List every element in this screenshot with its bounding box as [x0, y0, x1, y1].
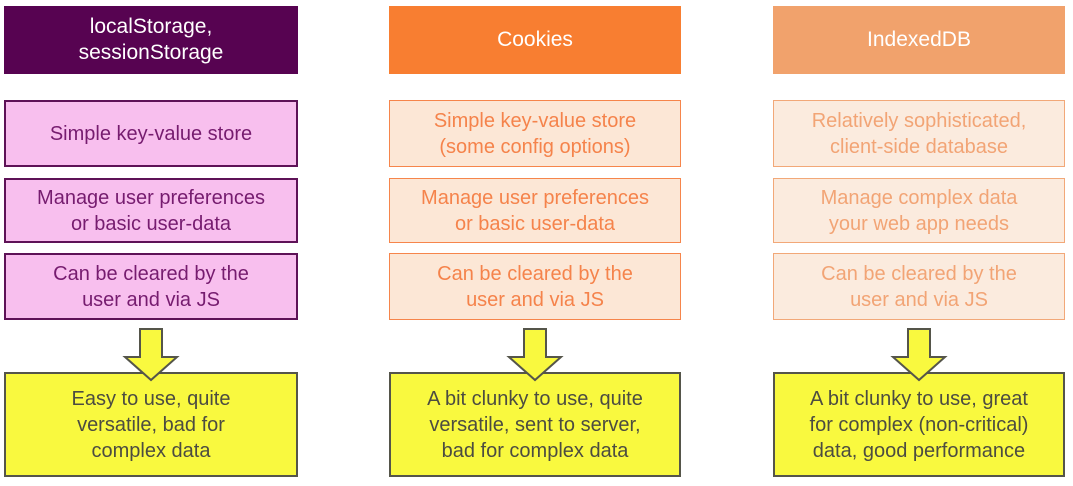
feature-box: Simple key-value store	[4, 100, 298, 167]
feature-box: Manage complex data your web app needs	[773, 178, 1065, 243]
summary-box: A bit clunky to use, great for complex (…	[773, 372, 1065, 477]
feature-box: Can be cleared by the user and via JS	[389, 253, 681, 320]
feature-box: Can be cleared by the user and via JS	[773, 253, 1065, 320]
summary-box: A bit clunky to use, quite versatile, se…	[389, 372, 681, 477]
down-arrow-icon	[890, 328, 948, 382]
column-header-localstorage: localStorage, sessionStorage	[4, 6, 298, 74]
column-localstorage-sessionstorage: localStorage, sessionStorage Simple key-…	[4, 0, 298, 486]
feature-box: Manage user preferences or basic user-da…	[389, 178, 681, 243]
down-arrow-icon	[506, 328, 564, 382]
column-indexeddb: IndexedDB Relatively sophisticated, clie…	[773, 0, 1065, 486]
feature-box: Can be cleared by the user and via JS	[4, 253, 298, 320]
feature-box: Simple key-value store (some config opti…	[389, 100, 681, 167]
column-cookies: Cookies Simple key-value store (some con…	[389, 0, 681, 486]
summary-box: Easy to use, quite versatile, bad for co…	[4, 372, 298, 477]
feature-box: Manage user preferences or basic user-da…	[4, 178, 298, 243]
column-header-cookies: Cookies	[389, 6, 681, 74]
column-header-indexeddb: IndexedDB	[773, 6, 1065, 74]
feature-box: Relatively sophisticated, client-side da…	[773, 100, 1065, 167]
down-arrow-icon	[122, 328, 180, 382]
